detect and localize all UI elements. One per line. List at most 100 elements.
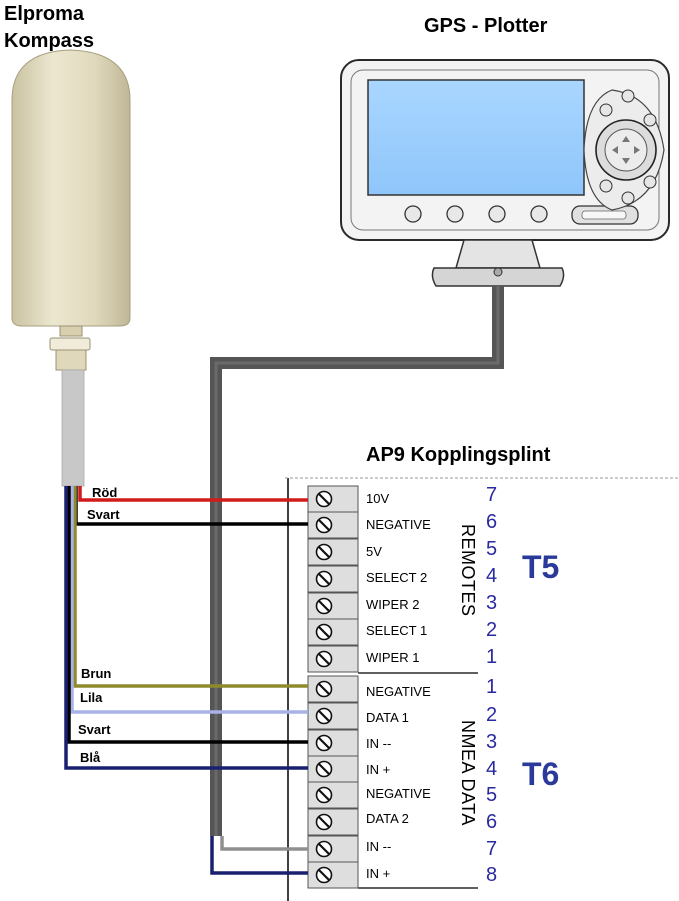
screw-slot (318, 519, 330, 531)
wire-label-svart-1: Svart (87, 507, 120, 522)
compass-body (11, 49, 131, 327)
screw-slot (318, 816, 330, 828)
terminal-cell (307, 835, 359, 863)
plotter-button-1 (404, 205, 422, 223)
plotter-button-4 (530, 205, 548, 223)
t5-group-name: REMOTES (458, 524, 478, 617)
t5-row-number: 1 (486, 646, 498, 668)
wire-blue (64, 486, 308, 770)
terminal-cell (307, 565, 359, 593)
screw-slot (318, 737, 330, 749)
wire-brown (73, 486, 308, 688)
plotter-screen (367, 79, 585, 196)
compass-cable (61, 369, 85, 487)
terminal-cell (307, 485, 359, 513)
terminal-cell (307, 781, 359, 809)
t6-row-label: IN + (366, 866, 391, 881)
wire-label-lila: Lila (80, 690, 103, 705)
compass-title-1: Elproma (4, 3, 85, 25)
wire-lilac (70, 486, 308, 714)
compass-connector-ring (49, 337, 91, 351)
wire-label-brun: Brun (81, 666, 112, 681)
terminal-cell (307, 808, 359, 836)
screw-slot (318, 573, 330, 585)
t5-row-label: 5V (366, 544, 382, 559)
t5-row-label: 10V (366, 491, 390, 506)
t6-row-number: 6 (486, 811, 498, 833)
wire-label-svart-2: Svart (78, 722, 111, 737)
terminal-frame (285, 477, 679, 901)
t6-row-label: NEGATIVE (366, 684, 431, 699)
terminal-cell (307, 592, 359, 620)
t6-row-number: 8 (486, 864, 498, 886)
terminal-cell (307, 702, 359, 730)
plotter-button-2 (446, 205, 464, 223)
screw-slot (318, 493, 330, 505)
t5-row-number: 7 (486, 484, 498, 506)
wire-navy (210, 836, 308, 875)
t6-group-id: T6 (522, 756, 560, 792)
terminal-cell (307, 861, 359, 889)
terminal-cell (307, 755, 359, 783)
wire-grey (220, 836, 308, 851)
t5-row-label: WIPER 2 (366, 597, 420, 612)
t5-row-number: 4 (486, 565, 498, 587)
compass (11, 49, 131, 487)
compass-title-2: Kompass (4, 30, 95, 52)
terminal-cell (307, 645, 359, 673)
t6-row-number: 7 (486, 838, 498, 860)
t5-row-number: 2 (486, 619, 498, 641)
t6-row-number: 5 (486, 784, 498, 806)
t5-row-label: WIPER 1 (366, 650, 420, 665)
screw-slot (318, 546, 330, 558)
terminal-cell (307, 675, 359, 703)
screw-slot (318, 789, 330, 801)
screw-slot (318, 626, 330, 638)
screw-slot (318, 843, 330, 855)
terminal-cell (307, 618, 359, 646)
t6-row-number: 3 (486, 731, 498, 753)
terminal-cell (307, 538, 359, 566)
compass-connector (59, 325, 83, 337)
terminal-cell (307, 729, 359, 757)
wire-black-2 (67, 486, 308, 744)
plotter-mount-neck (455, 239, 541, 269)
wire-label-rod: Röd (92, 485, 118, 500)
screw-slot (318, 763, 330, 775)
gps-plotter (340, 59, 670, 287)
plotter-mount-base (431, 267, 565, 287)
plotter-button-3 (488, 205, 506, 223)
t6-row-label: DATA 1 (366, 710, 409, 725)
t6-row-label: IN + (366, 762, 391, 777)
t5-row-label: SELECT 2 (366, 570, 428, 585)
t5-row-label: SELECT 1 (366, 623, 428, 638)
t6-row-number: 4 (486, 758, 498, 780)
t5-row-number: 3 (486, 592, 498, 614)
wire-label-bla: Blå (80, 750, 101, 765)
t6-row-number: 2 (486, 704, 498, 726)
t5-row-label: NEGATIVE (366, 517, 431, 532)
t6-row-label: NEGATIVE (366, 786, 431, 801)
screw-slot (318, 600, 330, 612)
wires (64, 486, 308, 875)
plotter-title: GPS - Plotter (424, 15, 548, 37)
screw-slot (318, 653, 330, 665)
t5-group-id: T5 (522, 549, 560, 585)
terminal-cell (307, 511, 359, 539)
compass-connector-base (55, 349, 87, 371)
t6-row-label: DATA 2 (366, 811, 409, 826)
screw-slot (318, 710, 330, 722)
terminal-rows (307, 485, 359, 889)
t6-row-number: 1 (486, 676, 498, 698)
wire-red (78, 486, 308, 502)
t5-row-number: 5 (486, 538, 498, 560)
gps-cable-highlight (214, 286, 500, 836)
t5-row-number: 6 (486, 511, 498, 533)
screw-slot (318, 683, 330, 695)
t6-group-name: NMEA DATA (458, 720, 478, 826)
t6-row-label: IN -- (366, 839, 392, 854)
terminal-title: AP9 Kopplingsplint (366, 444, 551, 466)
screw-slot (318, 869, 330, 881)
